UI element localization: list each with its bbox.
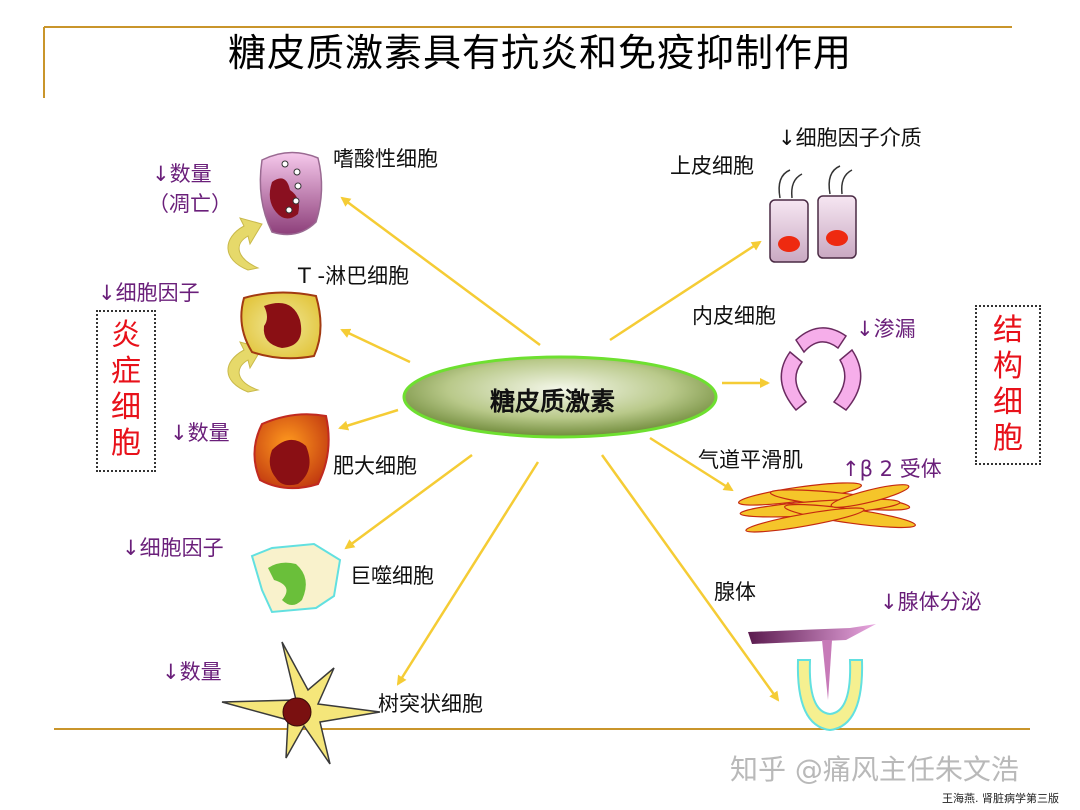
epithelial-effect: ↓细胞因子介质 [778, 126, 922, 150]
smooth-muscle-bundle [737, 482, 916, 533]
smooth-muscle-effect: ↑β 2 受体 [842, 457, 942, 481]
structural-cells-label: 结构细胞 [993, 313, 1023, 456]
watermark: 知乎 @痛风主任朱文浩 [730, 753, 1019, 786]
dendritic-effect: ↓数量 [162, 660, 222, 684]
arrow-to-epithelial [609, 240, 762, 342]
center-label: 糖皮质激素 [490, 387, 616, 416]
page-title: 糖皮质激素具有抗炎和免疫抑制作用 [227, 31, 852, 75]
eosinophil-cell [259, 151, 323, 236]
mast-cell [253, 413, 330, 490]
source-note: 王海燕. 肾脏病学第三版 [942, 792, 1059, 805]
arrow-to-mast [338, 408, 399, 431]
dendritic-cell [221, 641, 381, 765]
arrow-to-smooth-muscle [649, 436, 734, 492]
dendritic-label: 树突状细胞 [378, 692, 483, 716]
smooth-muscle-label: 气道平滑肌 [698, 448, 803, 472]
arrow-to-eosinophil [340, 196, 541, 347]
endothelial-effect: ↓渗漏 [856, 317, 916, 341]
mast-label: 肥大细胞 [333, 454, 417, 478]
structural-cells-frame: 结构细胞 [975, 305, 1041, 465]
epithelial-label: 上皮细胞 [670, 154, 754, 178]
gland-effect: ↓腺体分泌 [880, 590, 982, 614]
macrophage-effect: ↓细胞因子 [122, 536, 224, 560]
arrow-to-gland [600, 454, 780, 702]
eosinophil-label: 嗜酸性细胞 [333, 147, 438, 171]
tcell-effect: ↓细胞因子 [98, 281, 200, 305]
arrow-to-macrophage [344, 453, 473, 550]
center-ellipse [402, 355, 718, 439]
arrows [338, 196, 780, 702]
tcell-cell [240, 291, 322, 360]
gland-label: 腺体 [714, 580, 756, 604]
macrophage-label: 巨噬细胞 [350, 564, 434, 588]
arrow-to-dendritic [396, 461, 540, 686]
eosinophil-effect-apoptosis: （凋亡） [148, 192, 232, 216]
mast-effect: ↓数量 [170, 421, 230, 445]
tcell-label: T -淋巴细胞 [298, 264, 410, 288]
endothelial-ring [780, 327, 862, 412]
arrow-to-tcell [340, 328, 411, 364]
macrophage-cell [250, 542, 342, 614]
inflammatory-cells-label: 炎症细胞 [111, 318, 141, 461]
endothelial-label: 内皮细胞 [692, 304, 776, 328]
inflammatory-cells-frame: 炎症细胞 [96, 310, 156, 472]
eosinophil-effect-count: ↓数量 [152, 162, 212, 186]
epithelial-cells [769, 165, 857, 263]
transition-arrow-1 [227, 217, 263, 271]
gland-shape [748, 624, 876, 732]
